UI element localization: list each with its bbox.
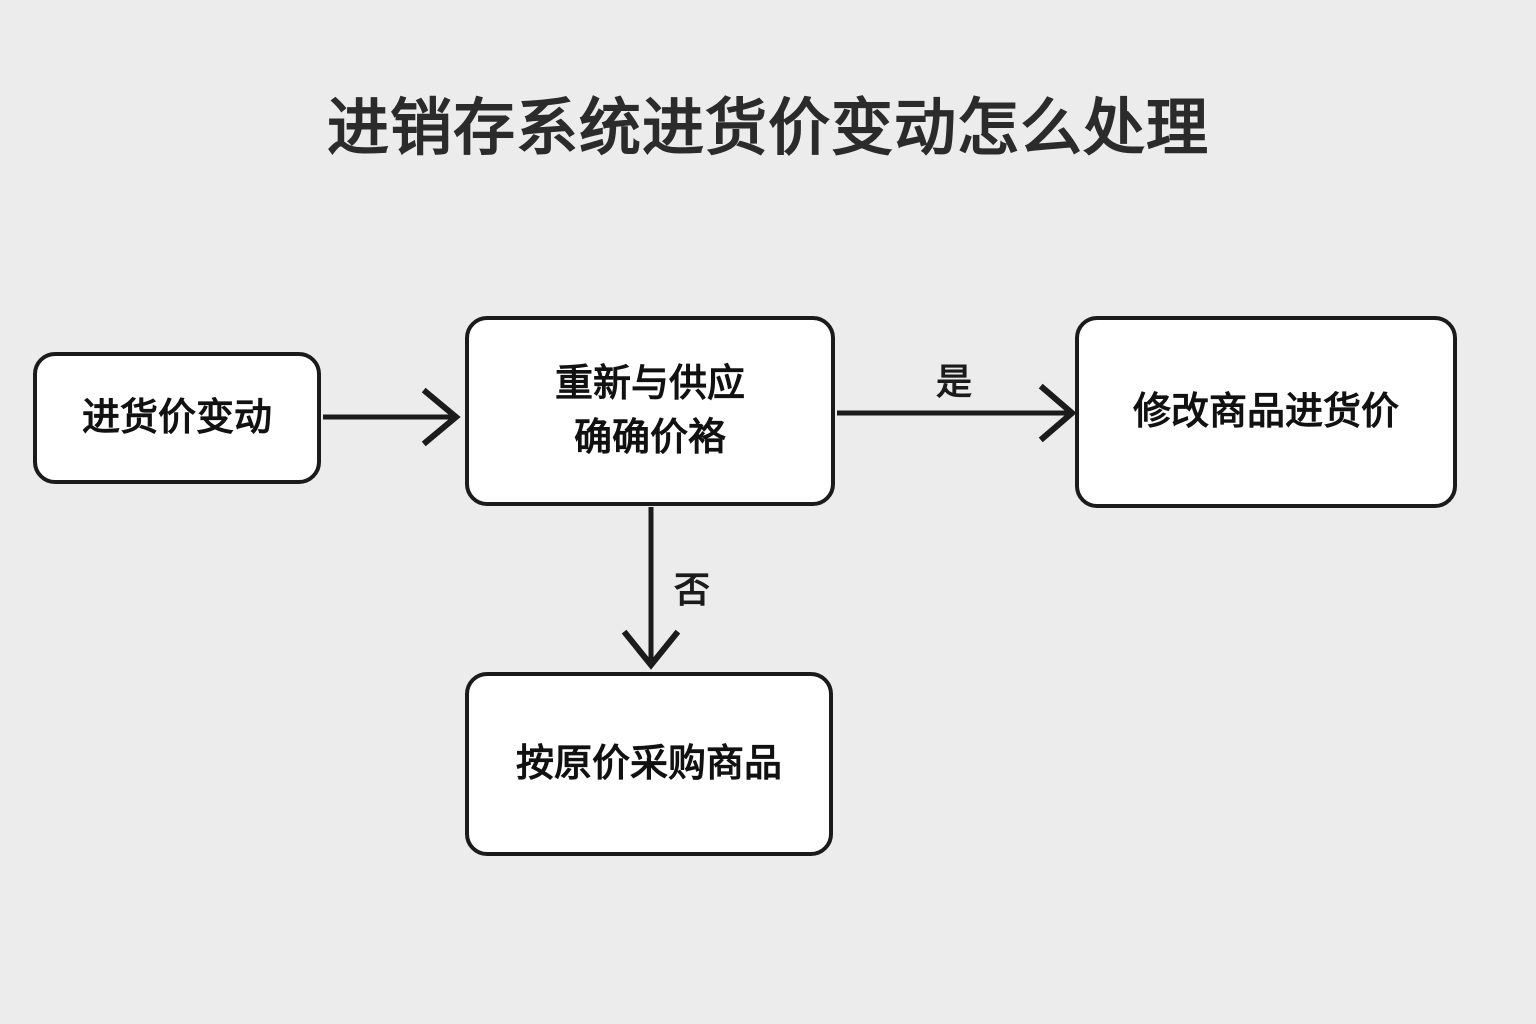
flow-node-yes-branch-label: 修改商品进货价 <box>1132 391 1399 433</box>
flow-node-start-label: 进货价变动 <box>81 397 272 439</box>
flow-node-no-branch-label: 按原价采购商品 <box>515 743 782 785</box>
edge-label-no: 否 <box>674 569 711 610</box>
flow-node-decision-line-1: 重新与供应 <box>554 363 745 405</box>
flow-node-yes-branch[interactable]: 修改商品进货价 <box>1075 316 1457 508</box>
flow-node-start[interactable]: 进货价变动 <box>33 352 321 484</box>
edge-start-to-decision <box>323 387 461 447</box>
flow-node-no-branch[interactable]: 按原价采购商品 <box>465 672 833 856</box>
page-title: 进销存系统进货价变动怎么处理 <box>326 94 1209 163</box>
flow-node-decision-line-2: 确确价袼 <box>573 417 726 459</box>
edge-label-yes: 是 <box>936 361 973 402</box>
flow-node-decision[interactable]: 重新与供应 确确价袼 <box>465 316 835 506</box>
edge-decision-to-no <box>621 507 681 670</box>
flow-node-decision-label: 重新与供应 确确价袼 <box>469 357 831 465</box>
